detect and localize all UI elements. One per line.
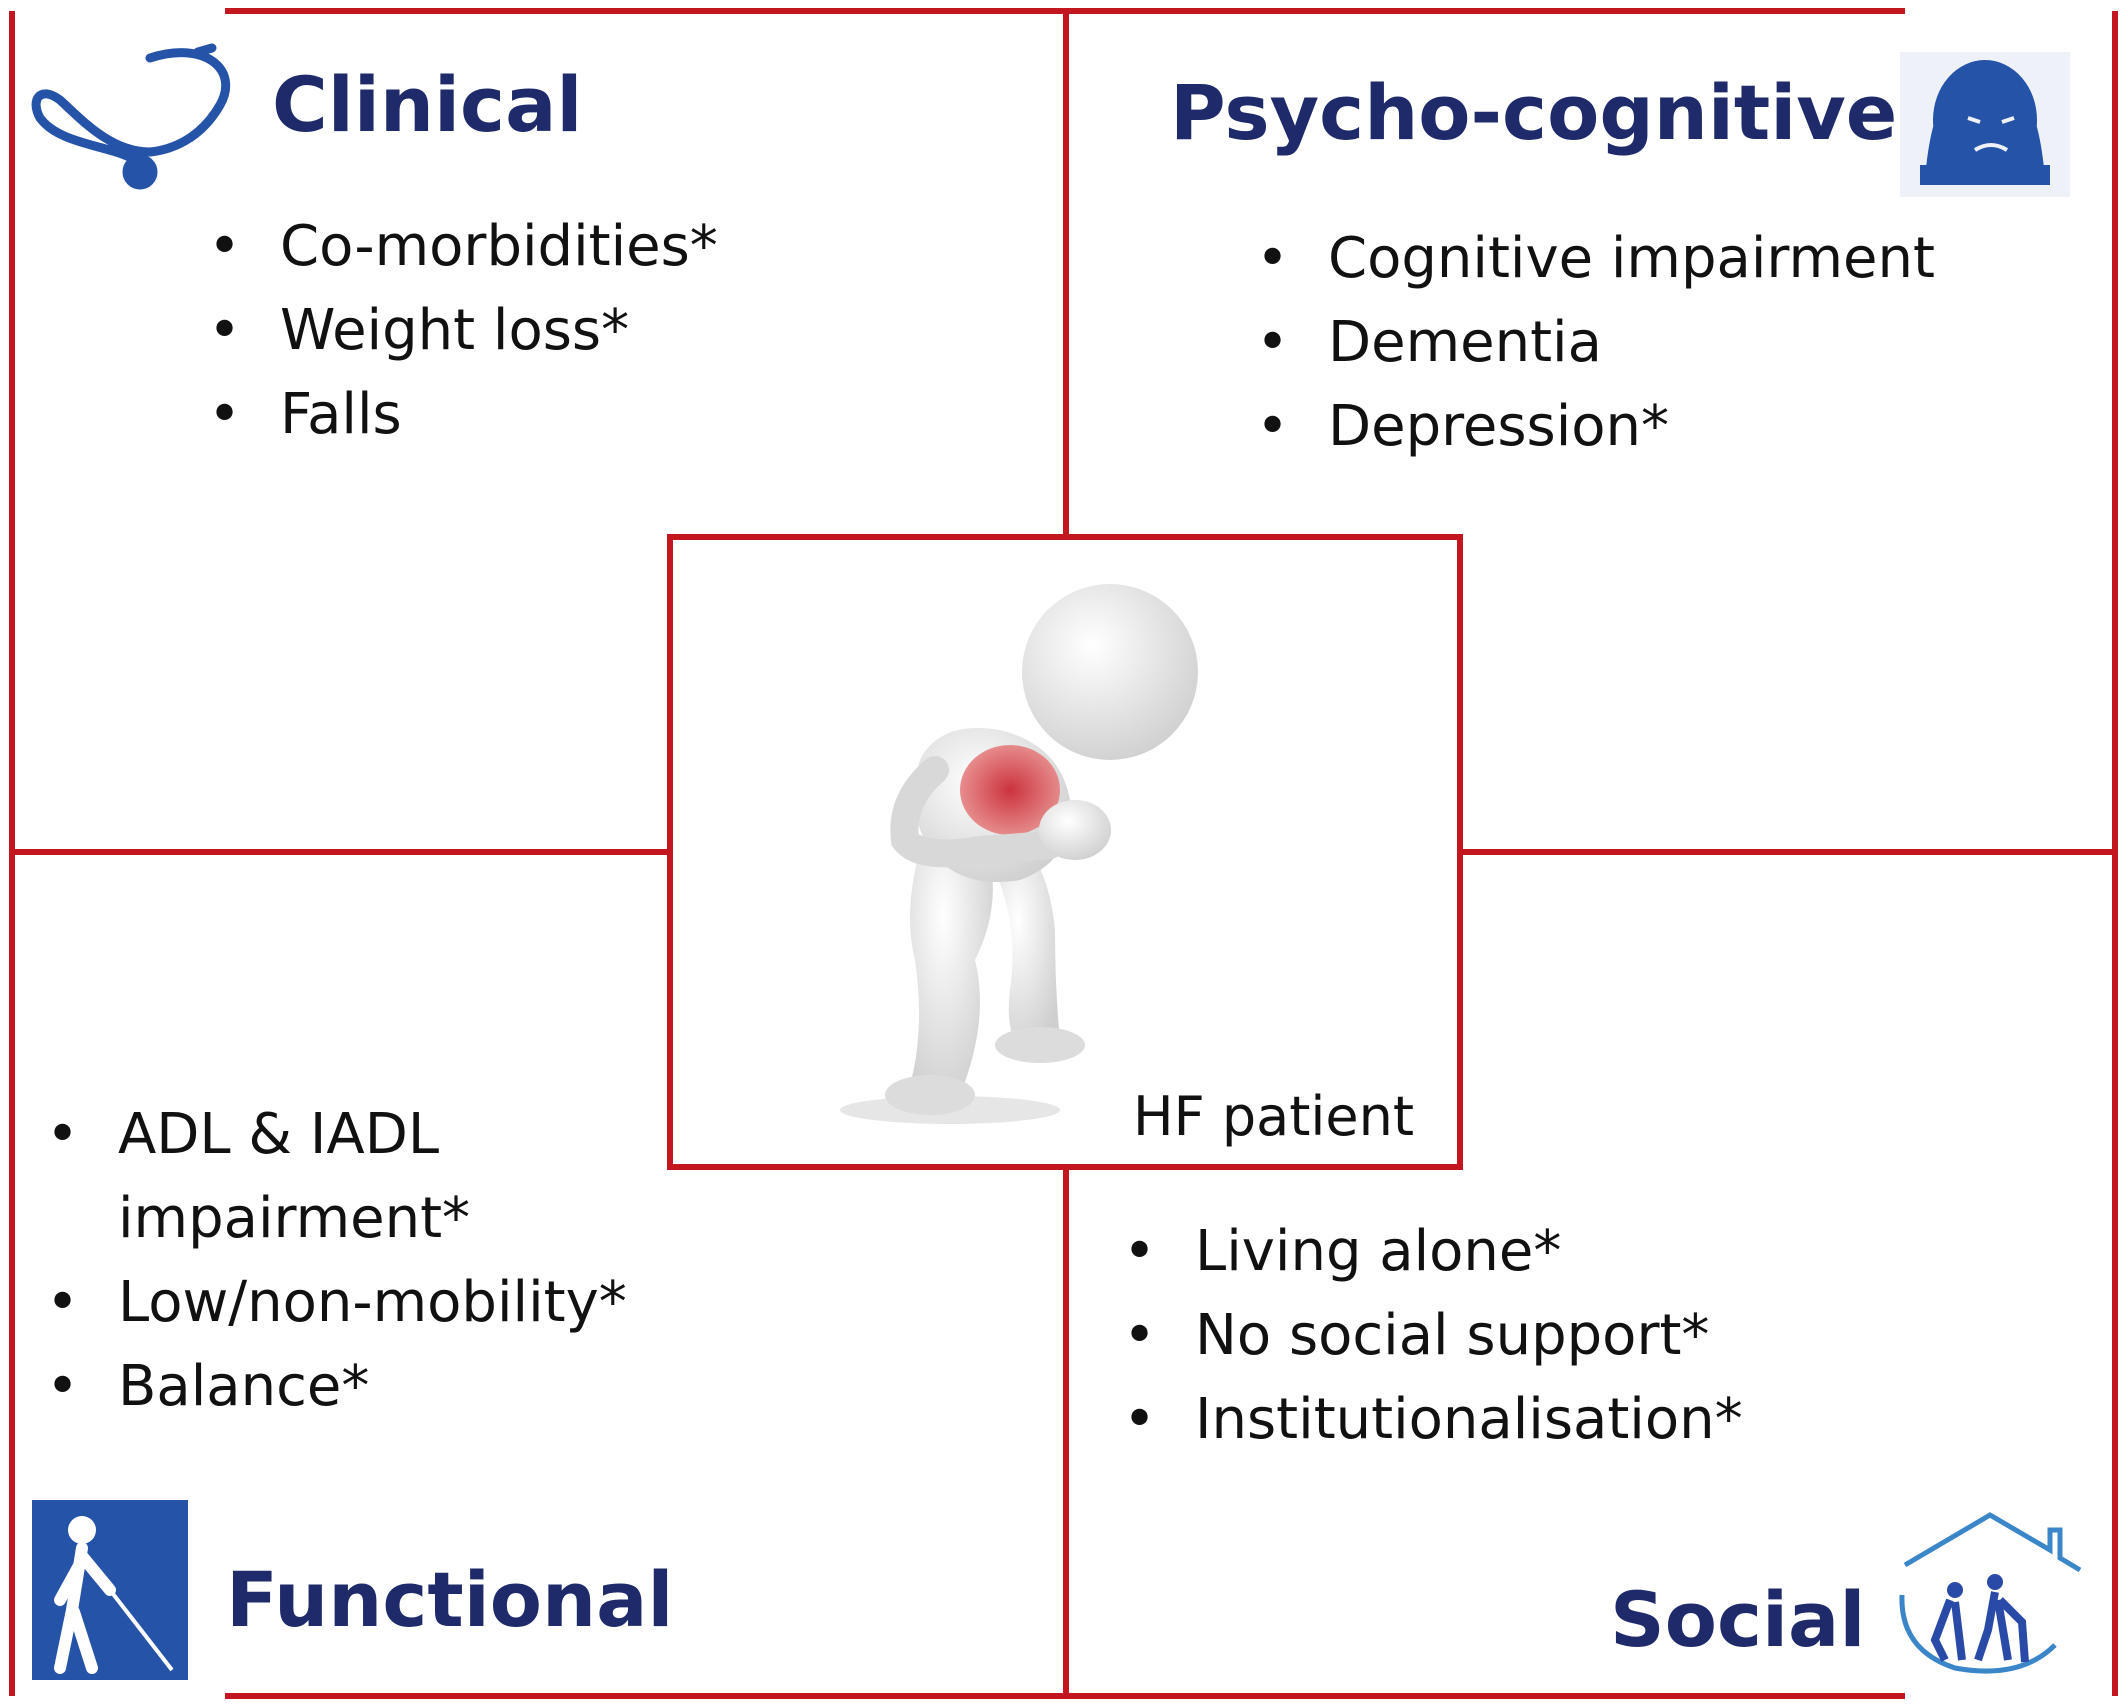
list-item: • Institutionalisation* <box>1123 1378 1743 1462</box>
list-item: • ADL & IADL impairment* <box>46 1093 638 1261</box>
center-box <box>667 534 1463 1170</box>
bullet: • <box>208 214 242 279</box>
list-item-label: Institutionalisation* <box>1195 1387 1743 1452</box>
bullet: • <box>1123 1387 1157 1452</box>
list-item-label: No social support* <box>1195 1303 1710 1368</box>
list-item: • Depression* <box>1256 385 1935 469</box>
bullet: • <box>208 298 242 363</box>
psycho-cognitive-title: Psycho-cognitive <box>1170 68 1898 157</box>
list-item-label: Cognitive impairment <box>1328 226 1935 291</box>
center-caption: HF patient <box>1133 1085 1414 1148</box>
functional-factor-list: • ADL & IADL impairment* • Low/non-mobilit… <box>46 1093 638 1429</box>
distressed-person-icon <box>1900 52 2070 197</box>
psycho-cognitive-factor-list: • Cognitive impairment • Dementia • Depress… <box>1256 217 1935 469</box>
bullet: • <box>1123 1219 1157 1284</box>
list-item: • Co-morbidities* <box>208 205 718 289</box>
list-item: • Dementia <box>1256 301 1935 385</box>
list-item-label: Falls <box>280 382 402 447</box>
bullet: • <box>1123 1303 1157 1368</box>
quadrant-grid <box>9 8 2118 1699</box>
bullet: • <box>1256 394 1290 459</box>
list-item-label: Weight loss* <box>280 298 630 363</box>
bullet: • <box>1256 310 1290 375</box>
list-item-label: Balance* <box>118 1354 370 1419</box>
clinical-factor-list: • Co-morbidities* • Weight loss* • Falls <box>208 205 718 457</box>
list-item: • Weight loss* <box>208 289 718 373</box>
list-item: • Falls <box>208 373 718 457</box>
bullet: • <box>46 1354 80 1419</box>
social-title: Social <box>1610 1575 1866 1664</box>
functional-title: Functional <box>226 1555 674 1644</box>
social-factor-list: • Living alone* • No social support* • Inst… <box>1123 1210 1743 1462</box>
elderly-couple-home-icon <box>1899 1512 2082 1674</box>
list-item-label: Low/non-mobility* <box>118 1270 627 1335</box>
clinical-title: Clinical <box>272 60 583 149</box>
list-item: • Balance* <box>46 1345 638 1429</box>
list-item-label: Depression* <box>1328 394 1670 459</box>
list-item: • No social support* <box>1123 1294 1743 1378</box>
bullet: • <box>46 1270 80 1335</box>
bullet: • <box>46 1102 80 1167</box>
blind-person-with-cane-icon <box>32 1500 188 1680</box>
figure-clutching-chest-icon <box>840 584 1198 1124</box>
list-item-label: Living alone* <box>1195 1219 1562 1284</box>
list-item-label: Co-morbidities* <box>280 214 718 279</box>
list-item-label: Dementia <box>1328 310 1602 375</box>
list-item: • Living alone* <box>1123 1210 1743 1294</box>
bullet: • <box>1256 226 1290 291</box>
list-item: • Low/non-mobility* <box>46 1261 638 1345</box>
list-item-label: ADL & IADL impairment* <box>118 1102 471 1251</box>
list-item: • Cognitive impairment <box>1256 217 1935 301</box>
stethoscope-icon <box>31 43 230 190</box>
bullet: • <box>208 382 242 447</box>
